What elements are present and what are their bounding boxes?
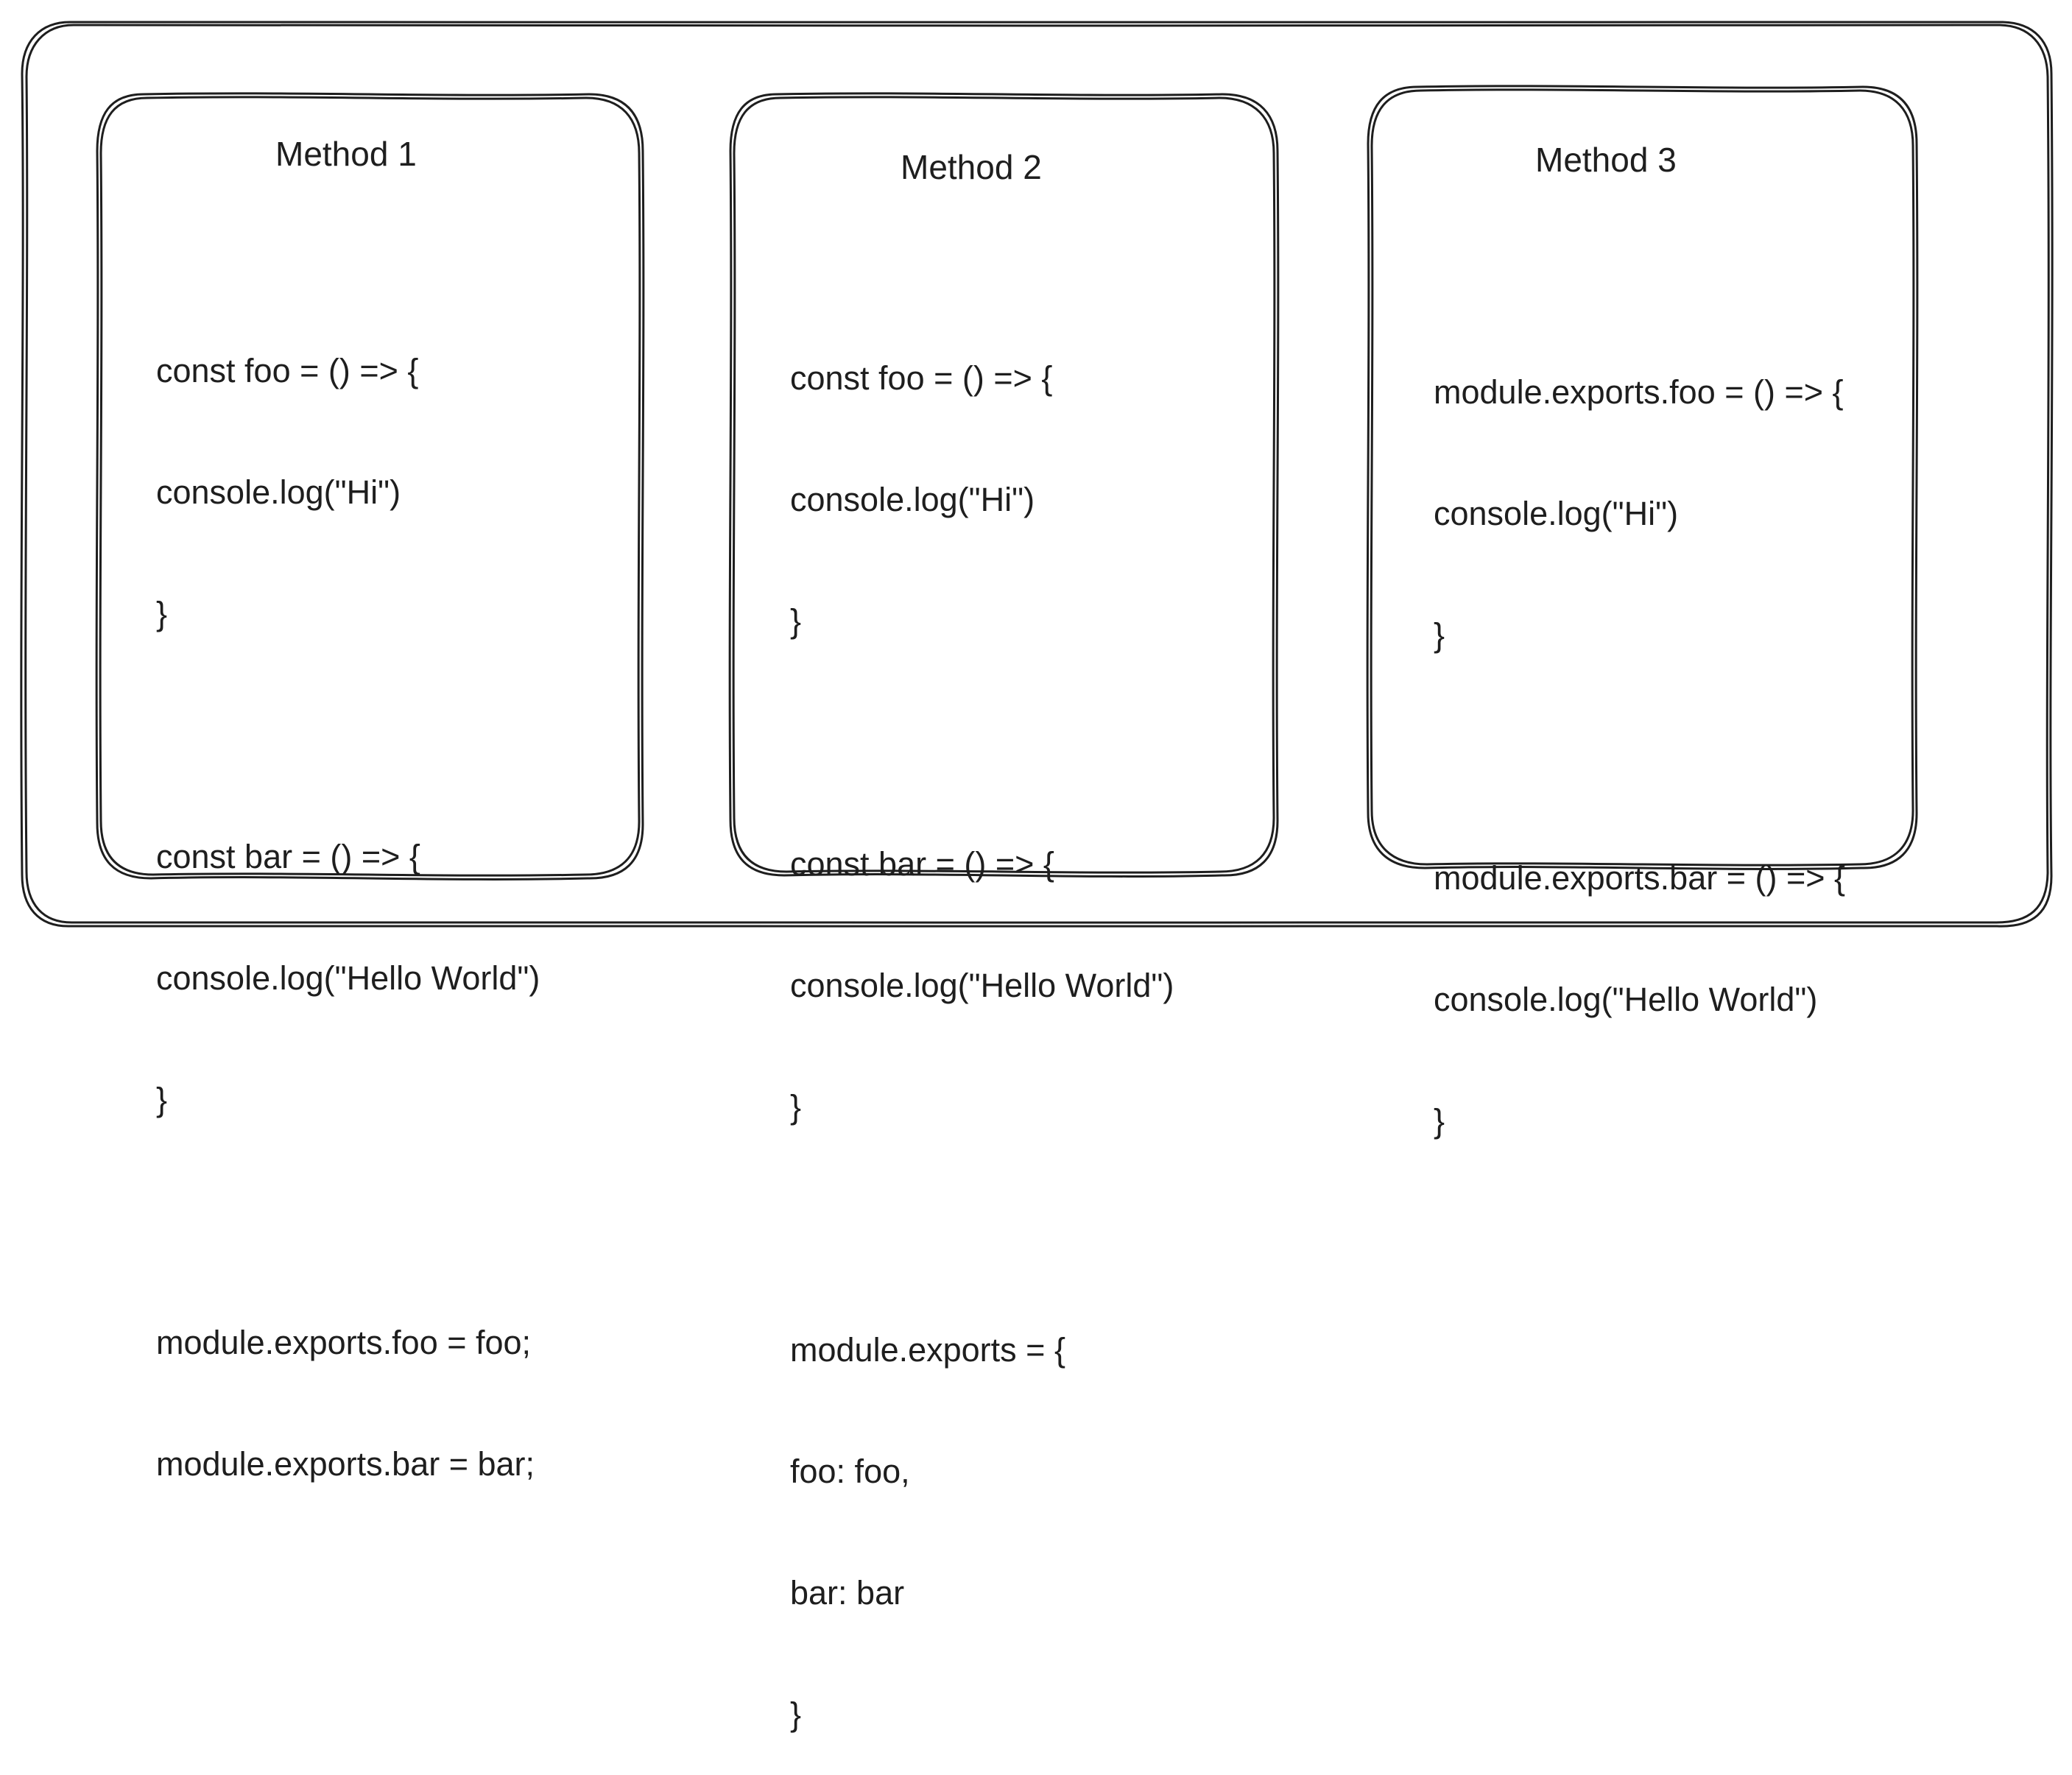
code-line: } [1434, 616, 1445, 654]
code-line: bar: bar [790, 1574, 905, 1612]
code-line: module.exports = { [790, 1331, 1065, 1369]
panel-method-2-code: const foo = () => { console.log("Hi") } … [790, 277, 1174, 1775]
code-line: console.log("Hello World") [156, 959, 540, 997]
code-line: console.log("Hello World") [790, 967, 1174, 1004]
panel-method-3-title: Method 3 [1535, 141, 1677, 179]
code-line: console.log("Hello World") [1434, 981, 1818, 1018]
code-line [790, 1208, 1174, 1249]
code-line: module.exports.bar = bar; [156, 1445, 535, 1483]
code-line: const bar = () => { [790, 845, 1054, 883]
code-line: } [790, 1088, 802, 1126]
code-line [156, 1201, 540, 1241]
code-line [1434, 736, 1845, 777]
code-line: } [1434, 1102, 1445, 1140]
code-line: console.log("Hi") [1434, 495, 1679, 532]
code-line: console.log("Hi") [156, 473, 401, 511]
code-line: module.exports.foo = foo; [156, 1324, 532, 1361]
code-line: foo: foo, [790, 1453, 910, 1490]
panel-method-3-box [1366, 85, 1919, 870]
panel-method-1-box [95, 92, 645, 881]
panel-method-2-title: Method 2 [901, 148, 1042, 186]
code-line: } [790, 1695, 802, 1733]
code-line: const bar = () => { [156, 838, 420, 875]
code-line [156, 715, 540, 755]
code-line: } [156, 595, 168, 632]
code-line: module.exports.foo = () => { [1434, 373, 1844, 411]
code-line: console.log("Hi") [790, 481, 1035, 518]
sketch-canvas [20, 19, 2054, 929]
code-line: } [156, 1081, 168, 1118]
code-line: const foo = () => { [156, 352, 419, 389]
code-line: module.exports.bar = () => { [1434, 859, 1846, 897]
panel-method-3-code: module.exports.foo = () => { console.log… [1434, 291, 1845, 1182]
panel-method-1-title: Method 1 [275, 135, 417, 173]
code-line [790, 722, 1174, 763]
code-line: } [790, 602, 802, 640]
panel-method-1-code: const foo = () => { console.log("Hi") } … [156, 269, 540, 1525]
code-line: const foo = () => { [790, 359, 1053, 397]
panel-method-2-box [728, 92, 1280, 878]
